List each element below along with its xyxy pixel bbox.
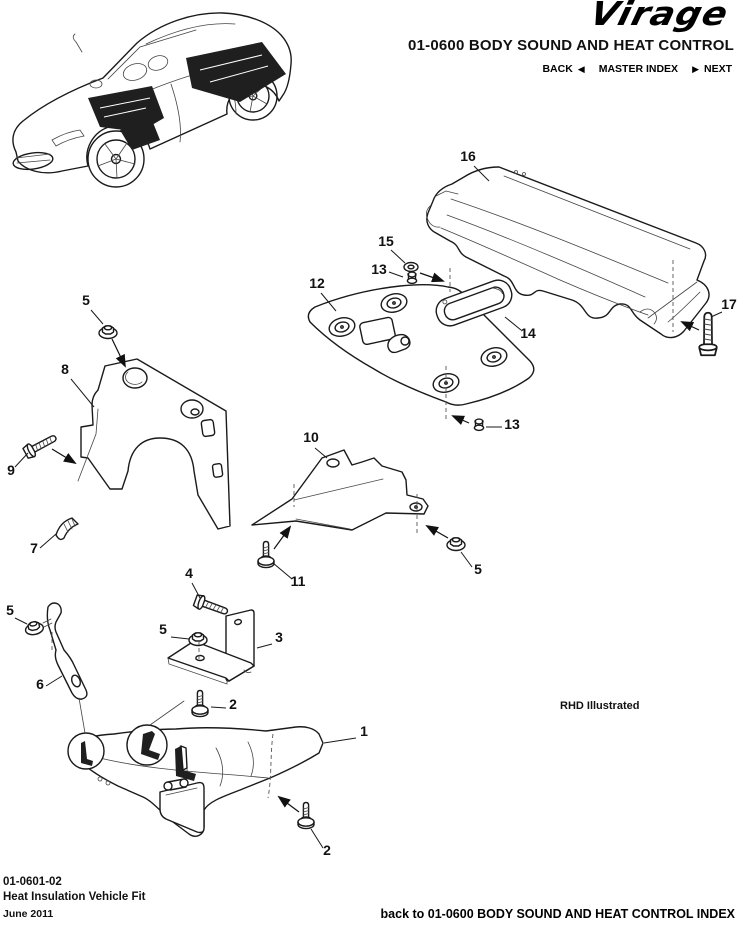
clip-13a bbox=[406, 271, 418, 285]
mat-grommet bbox=[480, 347, 508, 367]
callout-12: 12 bbox=[309, 275, 325, 291]
back-label: BACK bbox=[542, 63, 573, 75]
callout-8: 8 bbox=[61, 361, 69, 377]
back-to-index-link[interactable]: back to 01-0600 BODY SOUND AND HEAT CONT… bbox=[380, 907, 735, 921]
callout-16: 16 bbox=[460, 148, 476, 164]
callout-10: 10 bbox=[303, 429, 319, 445]
nut-5d bbox=[23, 619, 46, 637]
part-10-bracket-heat-shield bbox=[251, 449, 429, 531]
washer-15 bbox=[403, 261, 419, 273]
callout-7: 7 bbox=[30, 540, 38, 556]
fit-arrows bbox=[51, 272, 700, 813]
nut-5c bbox=[188, 632, 208, 647]
page-title: 01-0600 BODY SOUND AND HEAT CONTROL bbox=[408, 37, 734, 54]
callout-11: 11 bbox=[291, 573, 306, 589]
nut-5a bbox=[98, 325, 118, 340]
rhd-note: RHD Illustrated bbox=[560, 700, 640, 712]
callout-13b: 13 bbox=[504, 416, 520, 432]
callout-2b: 2 bbox=[323, 842, 331, 858]
next-link[interactable]: ▶ NEXT bbox=[692, 63, 732, 75]
callout-15: 15 bbox=[378, 233, 394, 249]
callout-1: 1 bbox=[360, 723, 368, 739]
leader-lines bbox=[14, 165, 723, 849]
mat-grommet bbox=[328, 317, 356, 337]
callout-5a: 5 bbox=[82, 292, 90, 308]
back-arrow-icon: ◀ bbox=[577, 63, 585, 74]
nav-bar: BACK ◀ MASTER INDEX ▶ NEXT bbox=[542, 63, 732, 75]
reference-dashes bbox=[51, 260, 674, 659]
screw-2a bbox=[191, 689, 209, 718]
master-index-link[interactable]: MASTER INDEX bbox=[599, 63, 678, 75]
bolt-4 bbox=[192, 593, 231, 620]
callout-4: 4 bbox=[185, 565, 193, 581]
callout-14: 14 bbox=[520, 325, 536, 341]
screw-2b bbox=[297, 801, 315, 830]
mat-grommet bbox=[380, 293, 408, 313]
part-1-tunnel-heat-shield bbox=[67, 697, 324, 837]
part-7-heat-pad bbox=[55, 517, 79, 541]
doc-title: Heat Insulation Vehicle Fit bbox=[3, 891, 146, 903]
doc-number: 01-0601-02 bbox=[3, 876, 62, 888]
callout-5d: 5 bbox=[6, 602, 14, 618]
next-arrow-icon: ▶ bbox=[692, 63, 699, 74]
callout-5c: 5 bbox=[159, 621, 167, 637]
screw-11 bbox=[257, 540, 275, 569]
part-16-rear-bulkhead-panel bbox=[426, 166, 710, 339]
bolt-17 bbox=[698, 311, 718, 357]
callout-13a: 13 bbox=[371, 261, 387, 277]
callout-17: 17 bbox=[721, 296, 737, 312]
callout-3: 3 bbox=[275, 629, 283, 645]
nut-5b bbox=[446, 537, 466, 552]
clip-13b bbox=[473, 418, 485, 432]
back-link[interactable]: BACK ◀ bbox=[542, 63, 584, 75]
doc-date: June 2011 bbox=[3, 908, 54, 920]
callout-5b: 5 bbox=[474, 561, 482, 577]
callout-2a: 2 bbox=[229, 696, 237, 712]
callout-9: 9 bbox=[7, 462, 15, 478]
next-label: NEXT bbox=[703, 63, 732, 75]
part-14-gasket-ring bbox=[435, 279, 513, 327]
part-8-bulkhead-heat-shield bbox=[77, 358, 231, 530]
part-6-strap-bracket bbox=[42, 602, 88, 700]
bolt-9 bbox=[21, 430, 60, 461]
master-index-label: MASTER INDEX bbox=[598, 63, 679, 75]
car-illustration bbox=[12, 12, 292, 188]
callout-6: 6 bbox=[36, 676, 44, 692]
part-3-bracket bbox=[167, 609, 255, 685]
